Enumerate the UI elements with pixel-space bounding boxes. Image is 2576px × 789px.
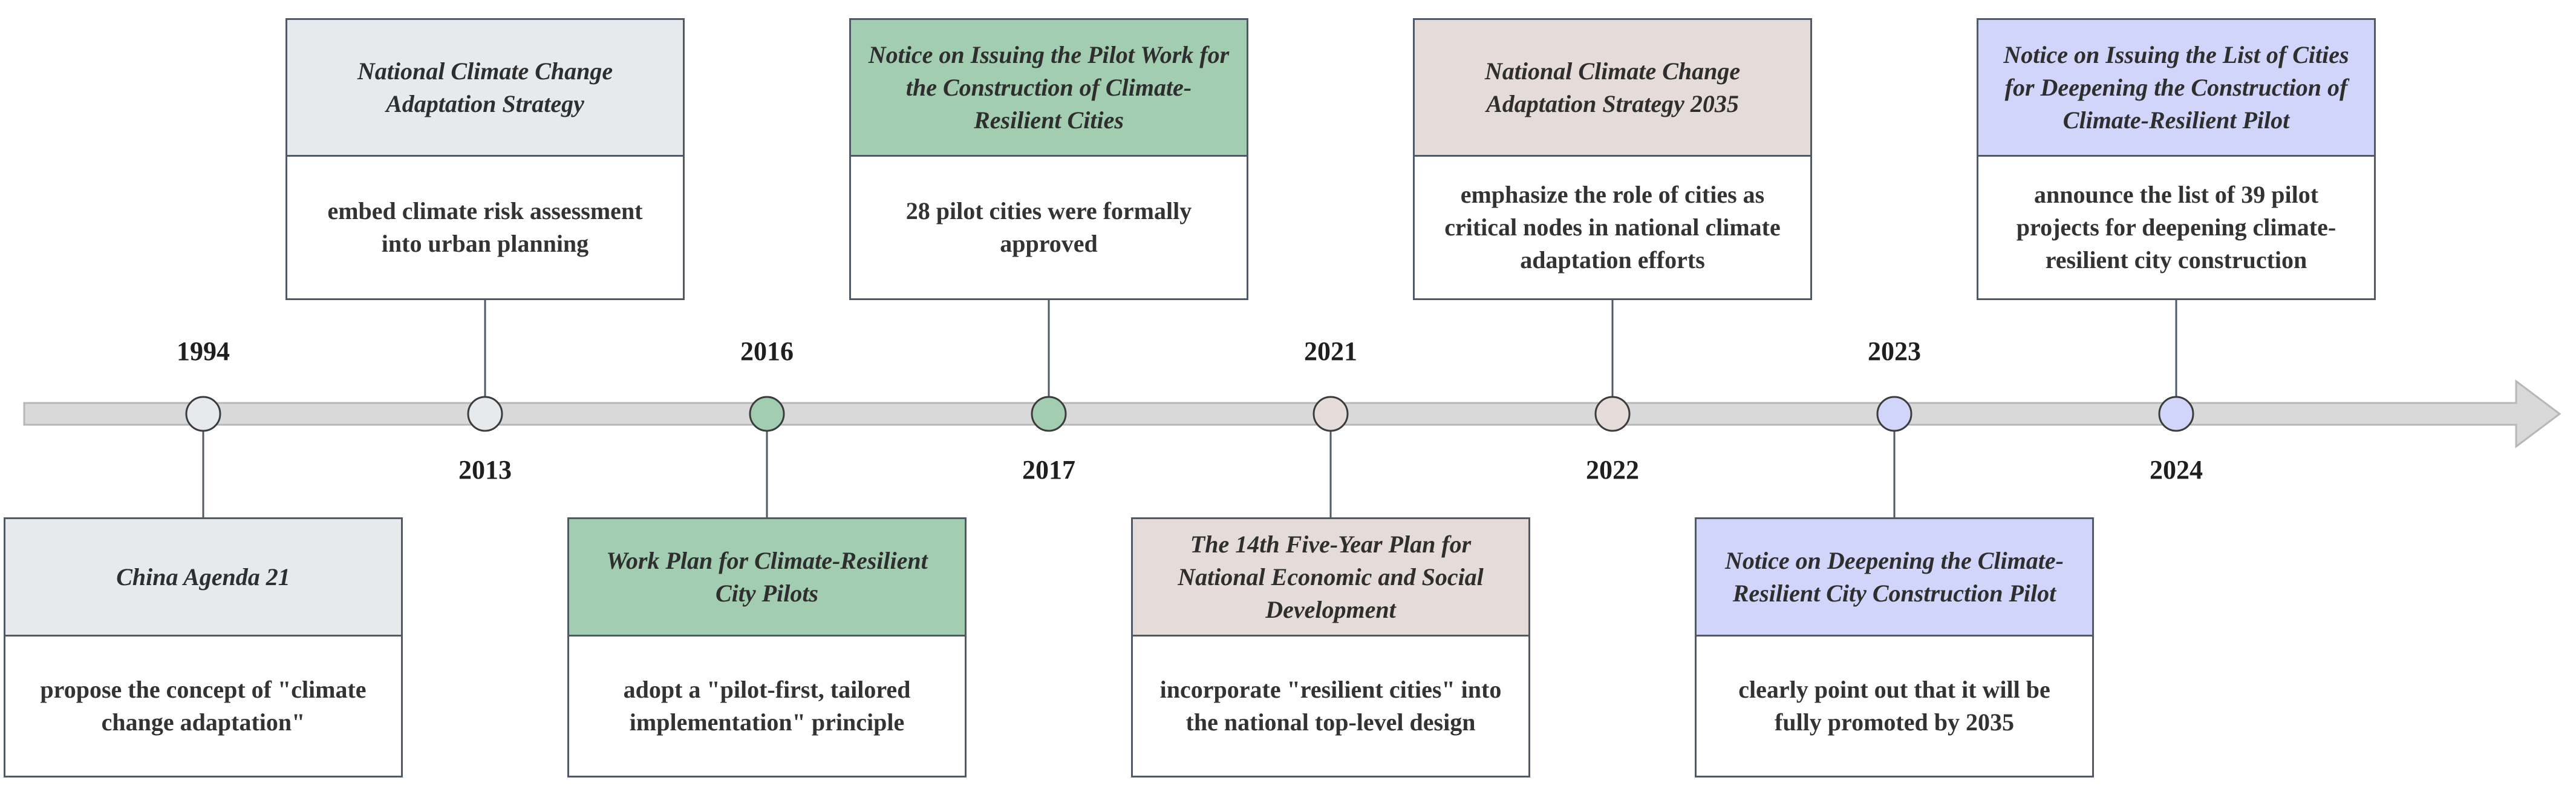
milestone-node (2158, 396, 2194, 432)
year-label: 2021 (1304, 336, 1357, 366)
milestone-node (749, 396, 785, 432)
event-card: Notice on Issuing the List of Cities for… (1977, 18, 2376, 300)
event-card: National Climate Change Adaptation Strat… (1413, 18, 1812, 300)
event-description: 28 pilot cities were formally approved (905, 197, 1192, 257)
milestone-node (467, 396, 503, 432)
event-description: announce the list of 39 pilot projects f… (2016, 181, 2336, 273)
event-description: emphasize the role of cities as critical… (1444, 181, 1781, 273)
milestone-node (1312, 396, 1349, 432)
event-description: adopt a "pilot-first, tailored implement… (623, 676, 911, 736)
event-title: National Climate Change Adaptation Strat… (287, 20, 683, 157)
year-label: 2023 (1868, 336, 1921, 366)
year-label: 2013 (458, 455, 512, 485)
connector-layer (202, 300, 2177, 517)
event-title: China Agenda 21 (5, 519, 401, 637)
year-label: 1994 (177, 336, 230, 366)
milestone-node (1876, 396, 1912, 432)
node-layer (185, 396, 2194, 432)
event-card: China Agenda 21 propose the concept of "c… (4, 517, 403, 778)
event-card: Work Plan for Climate-Resilient City Pil… (567, 517, 967, 778)
milestone-node (185, 396, 221, 432)
event-card: The 14th Five-Year Plan for National Eco… (1131, 517, 1530, 778)
year-label: 2016 (740, 336, 794, 366)
year-label: 2022 (1586, 455, 1639, 485)
event-description: propose the concept of "climate change a… (40, 676, 367, 736)
event-title: The 14th Five-Year Plan for National Eco… (1133, 519, 1528, 637)
timeline-arrow (23, 379, 2561, 448)
event-description: clearly point out that it will be fully … (1738, 676, 2050, 736)
year-label: 2017 (1022, 455, 1075, 485)
event-title: Notice on Issuing the Pilot Work for the… (851, 20, 1247, 157)
event-title: Work Plan for Climate-Resilient City Pil… (569, 519, 965, 637)
event-title: Notice on Deepening the Climate-Resilien… (1697, 519, 2092, 637)
event-title: National Climate Change Adaptation Strat… (1415, 20, 1810, 157)
milestone-node (1594, 396, 1631, 432)
milestone-node (1031, 396, 1067, 432)
event-title: Notice on Issuing the List of Cities for… (1978, 20, 2374, 157)
year-label: 2024 (2150, 455, 2203, 485)
event-card: Notice on Deepening the Climate-Resilien… (1695, 517, 2094, 778)
event-description: incorporate "resilient cities" into the … (1159, 676, 1502, 736)
event-description: embed climate risk assessment into urban… (327, 197, 643, 257)
event-card: Notice on Issuing the Pilot Work for the… (849, 18, 1248, 300)
event-card: National Climate Change Adaptation Strat… (285, 18, 685, 300)
